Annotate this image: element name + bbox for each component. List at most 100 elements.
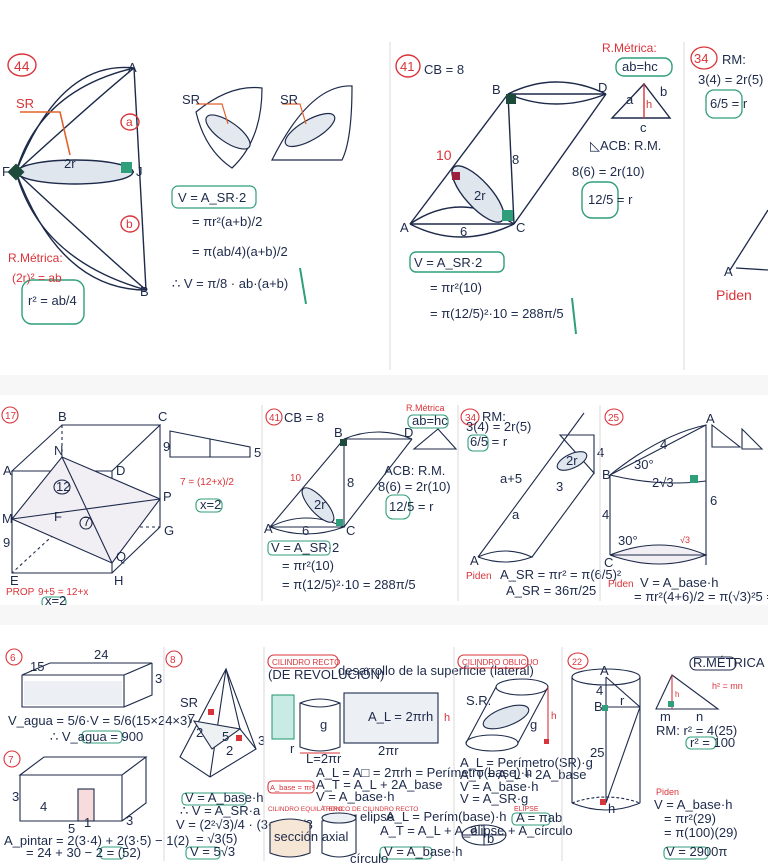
p34s-right-gen bbox=[531, 472, 595, 558]
p41s-cb: CB = 8 bbox=[284, 410, 324, 425]
p22-label-25: 25 bbox=[590, 745, 604, 760]
tronco-v-box bbox=[379, 846, 433, 860]
cil-recto-al-box: A_L = 2πrh bbox=[368, 709, 433, 724]
p25-label-2sqrt3: 2√3 bbox=[652, 475, 674, 490]
p6-label-24: 24 bbox=[94, 647, 108, 662]
problem-34-small bbox=[460, 408, 595, 563]
v-result-bracket bbox=[571, 297, 577, 335]
strip-bottom-drawing: 6 15 24 3 V_agua = 5/6·V = 5/6(15×24×3) … bbox=[3, 647, 765, 864]
prop-eq: 9+5 = 12+x bbox=[38, 587, 88, 598]
p8-label-3: 3 bbox=[258, 733, 265, 748]
p25-label-c: C bbox=[604, 555, 613, 570]
p41s-right-c bbox=[336, 519, 343, 526]
p22-v3: = π(100)(29) bbox=[664, 825, 738, 840]
vertex-h-17: H bbox=[114, 573, 123, 588]
mini-figures-44 bbox=[171, 85, 353, 305]
rm-title-41: R.Métrica: bbox=[602, 41, 657, 55]
cil-recto-title: CILINDRO RECTO bbox=[272, 658, 340, 667]
edge-34 bbox=[729, 209, 768, 271]
mini-solid-right bbox=[271, 85, 353, 161]
p25-number: 25 bbox=[608, 413, 620, 424]
p7-door bbox=[77, 788, 95, 822]
p22-number: 22 bbox=[572, 657, 582, 667]
tronco-at: A_T = A_L + A_elipse + A_círculo bbox=[380, 823, 573, 838]
p25-diag bbox=[609, 424, 707, 476]
piden-34: Piden bbox=[716, 287, 752, 303]
p7-room-top bbox=[18, 756, 148, 776]
p22-label-m: m bbox=[660, 709, 671, 724]
p41s-number: 41 bbox=[269, 413, 281, 424]
cil-oblicuo-al: A_L = Perímetro(SR)·g bbox=[460, 755, 593, 770]
cil-oblicuo-g: g bbox=[530, 717, 537, 732]
p22-marker-bottom bbox=[600, 799, 606, 805]
p25-marker bbox=[690, 475, 698, 483]
arc-bottom-3 bbox=[15, 171, 147, 291]
p25-mini-tri-2 bbox=[741, 427, 764, 450]
cil-recto-al-eq: A_L = A□ = 2πrh = Perímetro(base)·h bbox=[316, 765, 532, 780]
label-10: 10 bbox=[436, 147, 452, 163]
v-box-41 bbox=[409, 251, 505, 273]
p34s-r-box bbox=[467, 434, 489, 452]
cil-oblicuo-area-box bbox=[511, 812, 551, 826]
p34s-label-a: A bbox=[470, 553, 479, 568]
r-result-box bbox=[581, 181, 619, 219]
mini-sr-left: SR bbox=[182, 92, 200, 107]
p41s-acb: ACB: R.M. bbox=[384, 463, 445, 478]
p6-res-box bbox=[81, 730, 123, 744]
p41s-label-8: 8 bbox=[347, 475, 354, 490]
p7-eq1: A_pintar = 2(3·4) + 2(3·5) − 1(2) bbox=[4, 833, 189, 848]
label-2r: 2r bbox=[64, 156, 76, 171]
p7-label-4: 4 bbox=[40, 799, 47, 814]
cil-recto-development bbox=[343, 692, 439, 744]
cil-oblicuo-sr-label: S.R. bbox=[466, 693, 491, 708]
problem-8 bbox=[165, 650, 257, 860]
p7-label-3: 3 bbox=[12, 789, 19, 804]
cil-recto-r: r bbox=[290, 741, 295, 756]
p34s-label-a: a bbox=[512, 507, 520, 522]
p41s-label-2r: 2r bbox=[314, 497, 326, 512]
acb-rm: ◺ACB: R.M. bbox=[590, 138, 661, 153]
p8-prism-edges bbox=[209, 668, 257, 778]
tronco-body bbox=[321, 814, 357, 858]
v2-41: = πr²(10) bbox=[430, 280, 482, 295]
p6-water bbox=[24, 681, 122, 705]
p7-label-3b: 3 bbox=[126, 813, 133, 828]
arc-top-2 bbox=[15, 67, 135, 173]
p34s-asr: A_SR = πr² = π(6/5)² bbox=[500, 567, 622, 582]
p34s-section bbox=[556, 451, 588, 471]
label-2r-41: 2r bbox=[474, 188, 486, 203]
label-d-41: D bbox=[598, 80, 607, 95]
strip-separator-1 bbox=[0, 375, 768, 395]
p6-label-15: 15 bbox=[30, 659, 44, 674]
b-circle bbox=[120, 215, 140, 233]
p41s-circle bbox=[265, 408, 283, 426]
p25-v2: = πr²(4+6)/2 = π(√3)²5 = 15π bbox=[634, 589, 768, 604]
p22-bottom-back bbox=[571, 796, 641, 804]
p41s-rm-title: R.Métrica bbox=[406, 403, 445, 413]
tronco-title: TRONCO DE CILINDRO RECTO bbox=[322, 806, 418, 813]
rm-eq2: r² = ab/4 bbox=[28, 293, 77, 308]
cil-oblicuo-gen-left bbox=[465, 686, 497, 744]
p22-label-hh: h bbox=[675, 690, 679, 699]
p8-v4: = √3(5) bbox=[196, 831, 237, 846]
cil-recto-h: h bbox=[444, 712, 450, 724]
strip-middle-drawing: 17 B C A D N P M Q E H F G 9 5 9 12 7 7 … bbox=[1, 403, 768, 605]
p6-eq: V_agua = 5/6·V = 5/6(15×24×3) bbox=[8, 713, 192, 728]
p22-circle bbox=[567, 652, 589, 670]
p41s-ab bbox=[269, 438, 345, 528]
cil-recto-at-eq: A_T = A_L + 2A_base bbox=[316, 777, 443, 792]
problem-17 bbox=[1, 406, 251, 605]
mini-solid-left bbox=[195, 86, 263, 169]
label-7-circle bbox=[79, 516, 93, 530]
p22-rm-eq: RM: r² = 4(25) bbox=[656, 723, 737, 738]
mini-sr-right: SR bbox=[280, 92, 298, 107]
problem-7 bbox=[3, 750, 148, 860]
vertex-b-17: B bbox=[58, 409, 67, 424]
problem-number-circle bbox=[7, 53, 37, 77]
mini-section-left bbox=[205, 114, 251, 150]
vertex-a-17: A bbox=[3, 463, 12, 478]
cil-equilatero-body bbox=[269, 818, 311, 858]
p22-piden: Piden bbox=[656, 787, 679, 797]
p25-label-b: B bbox=[602, 467, 611, 482]
p34s-base bbox=[477, 550, 534, 563]
